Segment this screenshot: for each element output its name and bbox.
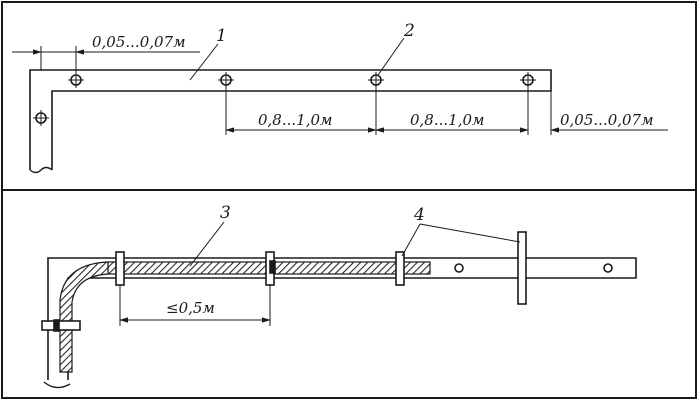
cable-clamp-vertical [41, 319, 81, 332]
dim-label-clamp-spacing: ≤0,5м [166, 299, 215, 317]
callout-label-fastener: 2 [403, 21, 415, 41]
callout-label-cable: 3 [220, 203, 231, 223]
cable-clamp [115, 251, 125, 286]
dim-line-clamp-spacing [119, 285, 271, 326]
bottom-drawing [41, 221, 637, 389]
callout-label-bar: 1 [216, 26, 227, 46]
bolt [517, 231, 527, 305]
top-drawing [12, 37, 668, 174]
leader-fastener [377, 37, 405, 76]
dim-label-end-offset-left: 0,05...0,07м [92, 33, 186, 51]
dim-label-end-offset-right: 0,05...0,07м [560, 111, 654, 129]
mounting-strip [47, 257, 637, 380]
cable-clamp [265, 251, 276, 286]
cable-bend [59, 261, 109, 373]
fastener-hole [368, 72, 384, 88]
fastener-hole [68, 72, 84, 88]
cable-clamp [395, 251, 405, 286]
strip-break-line [43, 381, 71, 389]
dim-label-spacing-2: 0,8...1,0м [410, 111, 484, 129]
fastener-hole [33, 110, 49, 126]
mounting-hole [454, 263, 464, 273]
callout-label-clamp: 4 [413, 205, 425, 225]
leader-cable [189, 221, 225, 267]
leader-clamp-a [401, 223, 421, 257]
leader-clamp-b [419, 223, 521, 243]
fastener-hole [520, 72, 536, 88]
dim-label-spacing-1: 0,8...1,0м [258, 111, 332, 129]
leader-bar [189, 43, 219, 81]
fastener-hole [218, 72, 234, 88]
mounting-hole [603, 263, 613, 273]
bar-break-line [29, 166, 53, 174]
